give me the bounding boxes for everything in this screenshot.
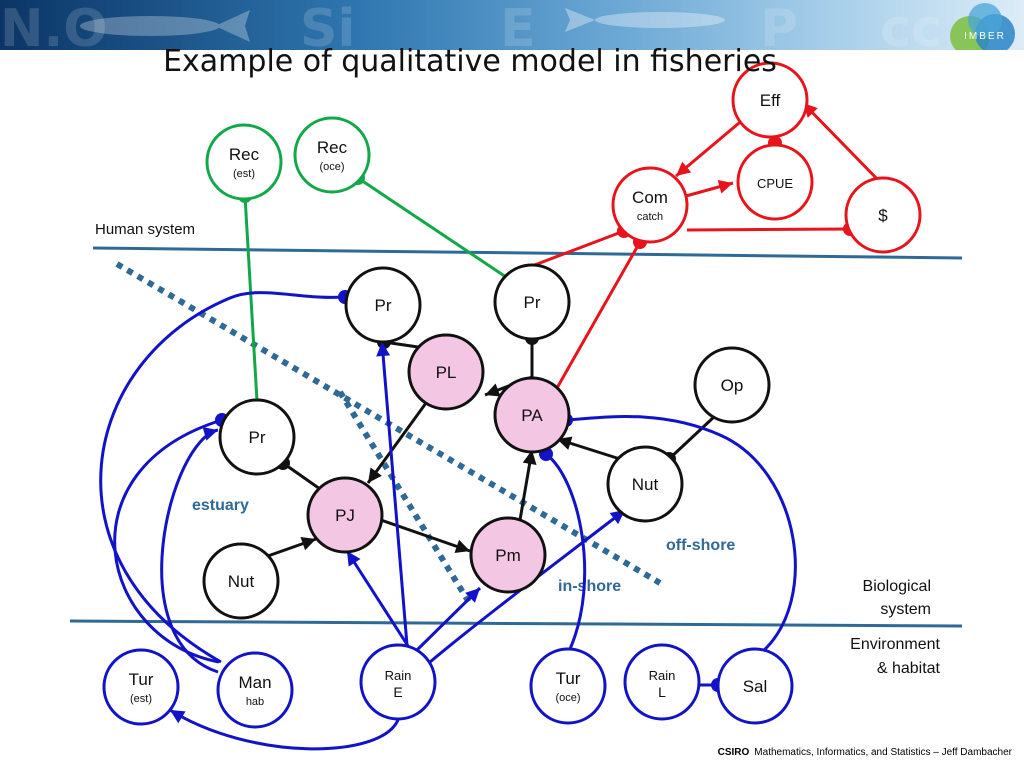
node-label: PA <box>521 406 543 425</box>
inshore-divider <box>337 390 473 606</box>
system-separator-lines <box>69 246 963 628</box>
edge-man_hab-to-pr_left <box>160 427 219 674</box>
node-cpue: CPUE <box>736 143 814 221</box>
node-label: Pr <box>249 428 266 447</box>
node-op: Op <box>693 346 771 424</box>
node-sublabel: L <box>658 684 666 700</box>
region-label-system: system <box>880 601 931 618</box>
fish-silhouette <box>565 8 725 32</box>
node-label: CPUE <box>757 176 793 191</box>
node-sublabel: (oce) <box>319 161 344 173</box>
page-title: Example of qualitative model in fisherie… <box>163 44 777 79</box>
node-label: Nut <box>632 475 659 494</box>
edge-pa-to-com <box>555 235 647 389</box>
node-pr-left: Pr <box>218 398 296 476</box>
node-label: Tur <box>129 670 154 689</box>
svg-text:E: E <box>500 0 536 50</box>
edge-dollar-to-eff <box>801 101 885 187</box>
node-label: Rec <box>229 145 260 164</box>
region-label-in-shore: in-shore <box>558 578 621 595</box>
node-sublabel: hab <box>246 696 264 708</box>
node-sublabel: E <box>393 684 402 700</box>
region-label-habitat: & habitat <box>877 660 941 677</box>
region-label-off-shore: off-shore <box>666 537 735 554</box>
edge-rain_e-to-pj <box>345 550 410 647</box>
node-label: PL <box>436 363 457 382</box>
human-biological-boundary <box>92 246 963 260</box>
banner-watermark: N.O Si E P cc <box>0 0 942 50</box>
edge-rain_e-to-tur_est <box>169 708 400 751</box>
node-pr-right: Pr <box>493 263 571 341</box>
edge-nut_right-to-pa <box>556 436 621 461</box>
footer: CSIRO Mathematics, Informatics, and Stati… <box>718 747 1012 758</box>
edge-rain_e-to-pm <box>415 586 482 652</box>
node-tur-est: Tur (est) <box>102 648 180 726</box>
edge-rain_e-to-pr_top <box>376 341 409 646</box>
node-sublabel: catch <box>637 211 663 223</box>
imber-logo-text: IMBER <box>964 31 1006 42</box>
node-rec-oce: Rec (oce) <box>293 116 371 194</box>
node-label: Com <box>632 188 668 207</box>
svg-text:P: P <box>760 0 798 50</box>
biological-environment-boundary <box>69 619 963 628</box>
region-label-estuary: estuary <box>192 497 249 514</box>
node-man-hab: Man hab <box>216 651 294 729</box>
node-label: Sal <box>743 677 768 696</box>
node-pl: PL <box>407 333 485 411</box>
node-label: Rain <box>385 668 412 683</box>
edge-eff-to-com <box>675 116 746 178</box>
edge-nut_left-to-pj <box>264 537 317 559</box>
region-label-biological: Biological <box>863 578 931 595</box>
node-nut-left: Nut <box>202 542 280 620</box>
fish-silhouette <box>80 10 250 42</box>
edge-pm-to-pa <box>518 449 537 521</box>
node-label: Nut <box>228 572 255 591</box>
node-sal: Sal <box>716 647 794 725</box>
region-label-human-system: Human system <box>95 221 195 238</box>
node-label: Rain <box>649 668 676 683</box>
node-label: PJ <box>335 506 355 525</box>
footer-text: Mathematics, Informatics, and Statistics… <box>754 747 1012 758</box>
node-sublabel: (oce) <box>555 692 580 704</box>
svg-text:cc: cc <box>880 0 942 50</box>
node-label: Tur <box>556 669 581 688</box>
imber-logo: IMBER <box>950 3 1015 50</box>
node-nut-right: Nut <box>606 445 684 523</box>
footer-org: CSIRO <box>717 747 750 758</box>
node-label: Pm <box>495 546 521 565</box>
node-label: Op <box>721 376 744 395</box>
node-dollar: $ <box>844 176 922 254</box>
node-tur-oce: Tur (oce) <box>529 647 607 725</box>
node-sublabel: (est) <box>233 168 255 180</box>
header-banner: N.O Si E P cc IMBER <box>0 0 1024 50</box>
edge-pr_right-to-com <box>531 224 631 268</box>
edge-pl-to-pj <box>366 402 428 484</box>
node-label: Pr <box>375 296 392 315</box>
edge-com-to-dollar <box>686 222 857 236</box>
region-label-environment: Environment <box>850 636 940 653</box>
region-labels: Human system Biological system Environme… <box>95 221 941 677</box>
edge-pr_right-to-rec_oce <box>351 171 507 279</box>
node-sublabel: (est) <box>130 693 152 705</box>
node-pa: PA <box>493 376 571 454</box>
node-pj: PJ <box>306 476 384 554</box>
node-label: Man <box>238 673 271 692</box>
node-label: Pr <box>524 293 541 312</box>
node-pm: Pm <box>469 516 547 594</box>
svg-text:Si: Si <box>300 0 355 50</box>
node-label: $ <box>878 206 888 225</box>
node-label: Eff <box>760 91 781 110</box>
node-com: Com catch <box>611 166 689 244</box>
edge-com-to-cpue <box>685 179 734 198</box>
edge-pj-to-pm <box>380 518 471 554</box>
node-eff: Eff <box>731 61 809 139</box>
node-label: Rec <box>317 138 348 157</box>
svg-text:N.O: N.O <box>0 0 107 50</box>
node-rec-est: Rec (est) <box>205 123 283 201</box>
node-pr-top: Pr <box>344 266 422 344</box>
